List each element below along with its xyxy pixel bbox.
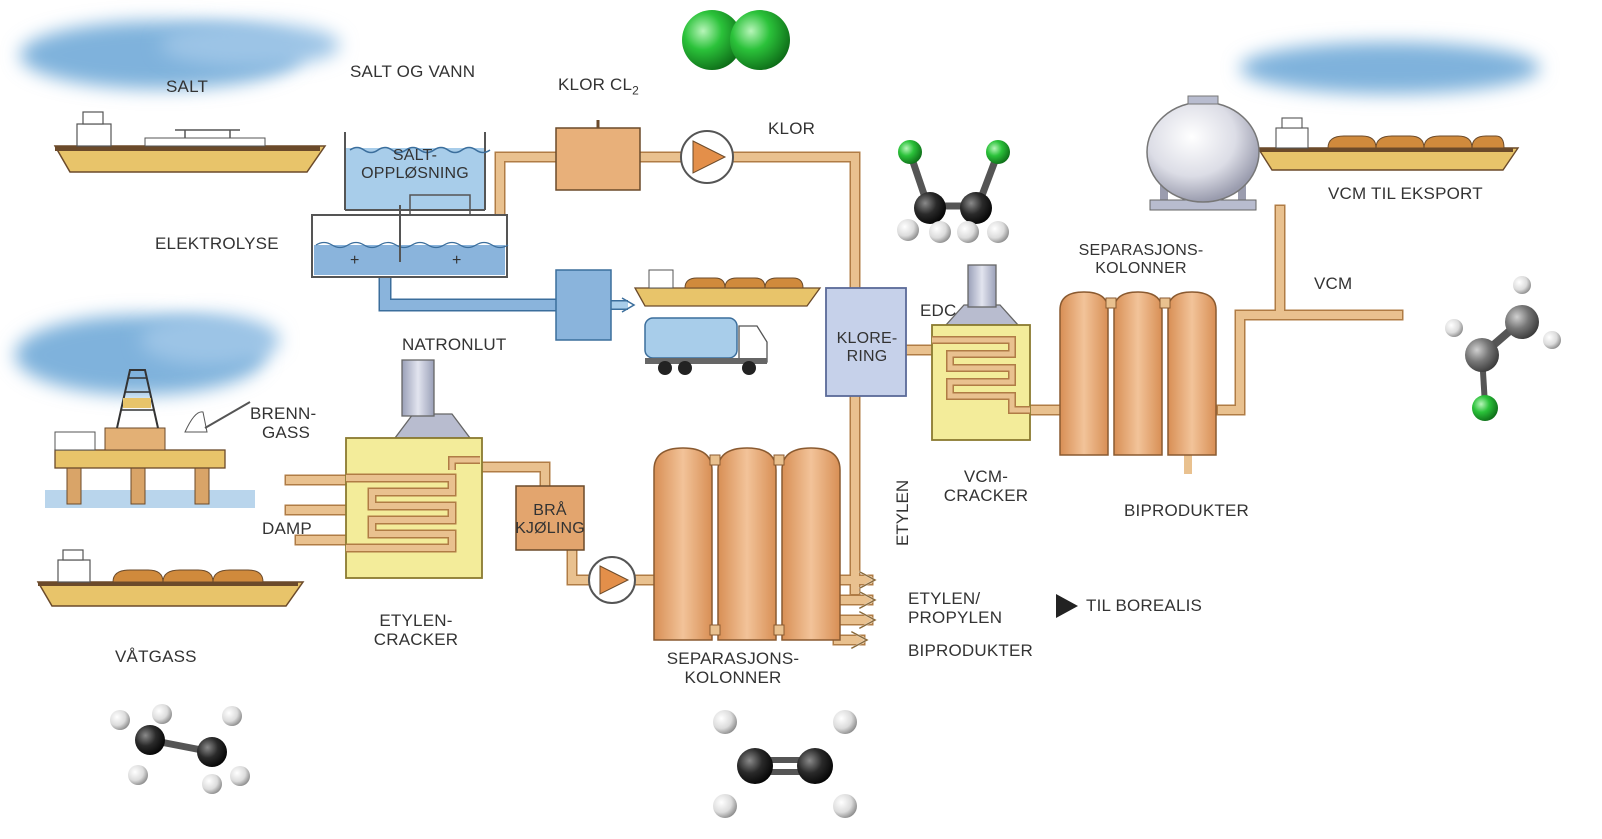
separasjonskolonner-bottom-label: SEPARASJONS- KOLONNER [648,649,818,687]
natronlut-label: NATRONLUT [402,335,507,354]
lye-tank [555,269,612,341]
ship-icon [633,269,822,307]
cloud-icon [15,315,280,395]
separasjonskolonner-bottom-line-2: KOLONNER [684,667,782,687]
vatgass-label: VÅTGASS [115,647,197,666]
vcm-cracker [931,264,1031,441]
svg-text:+: + [452,252,461,269]
etylen-propylen-label: ETYLEN/ PROPYLEN [908,589,1003,627]
bra-kjoling-line-1: BRÅ [533,502,567,519]
salt-opplosning-line-2: OPPLØSNING [361,164,469,182]
pump-icon [588,556,636,604]
pipe-network [284,151,1404,650]
etylen-cracker-line-2: CRACKER [373,629,459,649]
brine-pipe [378,275,636,313]
pump-icon [680,130,734,184]
brenngass-line-1: BRENN- [250,404,317,423]
klorering-line-2: RING [846,347,888,365]
ship-icon [53,111,327,173]
svg-text:+: + [350,252,359,269]
arrow-right-icon [1056,594,1078,618]
salt-dissolving-tank [344,132,491,211]
etylen-cracker-line-1: ETYLEN- [379,611,453,630]
bra-kjoling-line-2: KJØLING [515,519,585,537]
klor-label: KLOR [768,119,816,138]
ethylene-cracker [345,359,483,579]
damp-label: DAMP [262,519,312,538]
separasjonskolonner-top-line-2: KOLONNER [1095,259,1187,277]
separasjonskolonner-bottom-line-1: SEPARASJONS- [666,649,800,668]
separation-columns-bottom [653,447,841,641]
klor-cl2-label: KLOR CL2 [558,75,640,98]
elektrolyse-label: ELEKTROLYSE [155,234,279,253]
salt-opplosning-label: SALT- OPPLØSNING [346,147,484,182]
etylen-propylen-line-1: ETYLEN/ [908,589,981,608]
edc-label: EDC [920,301,957,320]
vcm-label: VCM [1314,274,1353,293]
salt-opplosning-line-1: SALT- [392,147,438,164]
chlorine-dryer [555,120,641,191]
oil-rig-icon [45,369,255,508]
cloud-icon [1240,42,1540,94]
brenngass-label: BRENN- GASS [250,404,317,442]
truck-icon [644,317,768,375]
biprodukter-bottom-label: BIPRODUKTER [908,641,1033,660]
salt-og-vann-label: SALT OG VANN [350,62,476,81]
salt-label: SALT [166,77,209,96]
brenngass-line-2: GASS [262,422,311,442]
chlorination-reactor [825,287,907,397]
ship-icon [36,549,305,607]
vcm-cracker-line-1: VCM- [963,467,1009,486]
klorering-line-1: KLORE- [836,330,898,347]
separation-columns-top [1059,291,1217,456]
etylen-propylen-line-2: PROPYLEN [908,607,1003,627]
vcm-cracker-label: VCM- CRACKER [930,467,1042,505]
vcm-cracker-line-2: CRACKER [943,485,1029,505]
etylen-vertical-label: ETYLEN [893,480,912,546]
separasjonskolonner-top-line-1: SEPARASJONS- [1078,242,1204,259]
klor-cl2-text: KLOR CL [558,75,633,94]
molecule-icon [1445,276,1561,421]
klor-cl2-subscript: 2 [632,83,640,98]
separasjonskolonner-top-label: SEPARASJONS- KOLONNER [1056,242,1226,277]
cloud-icon [20,21,340,89]
quench-cooler [515,485,585,551]
ship-icon [1256,117,1520,171]
til-borealis-label: TIL BOREALIS [1086,596,1203,615]
klorering-label: KLORE- RING [828,330,906,365]
molecule-icon [110,704,250,794]
electrolysis-cell: + + [311,194,509,278]
biprodukter-right-label: BIPRODUKTER [1124,501,1249,520]
molecule-icon [897,140,1010,243]
vcm-storage-sphere [1146,95,1260,211]
vcm-til-eksport-label: VCM TIL EKSPORT [1328,184,1483,203]
etylen-cracker-label: ETYLEN- CRACKER [360,611,472,649]
molecule-icon [713,710,857,818]
molecule-icon [682,10,790,70]
bra-kjoling-label: BRÅ KJØLING [510,502,590,537]
